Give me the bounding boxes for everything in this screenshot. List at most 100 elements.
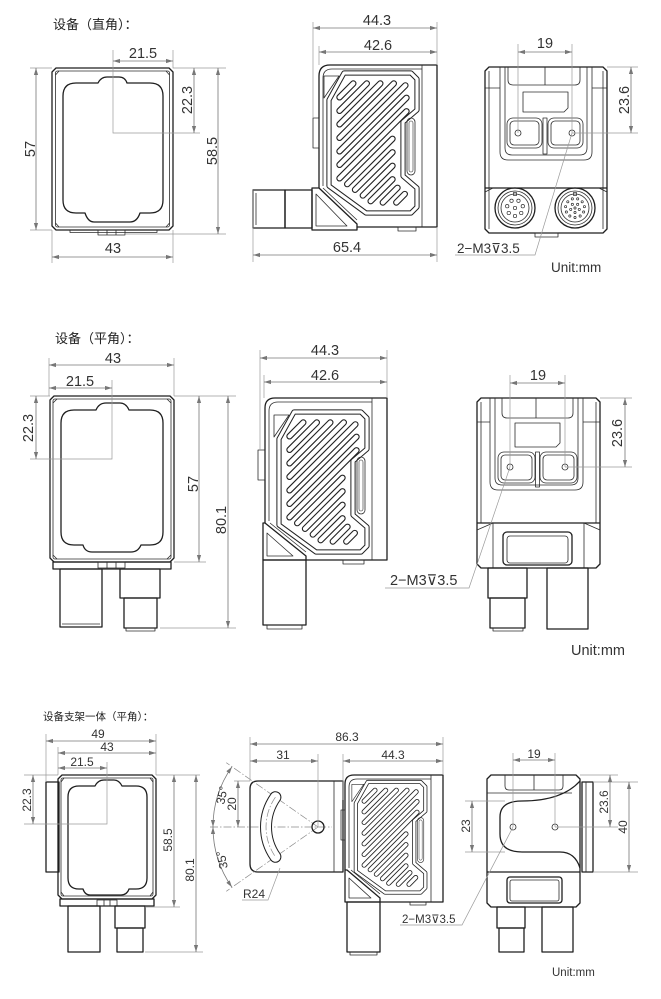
connector-cap: [266, 624, 303, 630]
mount-pad-left: [506, 117, 543, 149]
connector-panel-edges: [476, 522, 601, 568]
connector-window-inner: [506, 535, 569, 564]
heatsink-rib: [373, 842, 409, 877]
bottom-tab-dividers: [103, 900, 111, 906]
connector-pin: [570, 202, 574, 206]
body-inner-edge: [268, 401, 372, 521]
side-tab: [340, 809, 346, 841]
ribbed-heatsink-panel: [273, 409, 370, 555]
dim-arc-angle-up: [210, 766, 233, 828]
heatsink-rib: [294, 474, 346, 527]
corner-chamfers: [52, 398, 172, 560]
rib-slot: [368, 177, 395, 204]
status-indicator-window: [351, 784, 365, 803]
bottom-tab: [97, 561, 126, 569]
connector-insert: [560, 193, 590, 223]
heatsink-rib: [336, 80, 397, 142]
heatsink-rib: [361, 787, 410, 836]
dim-angle-up: 35°: [213, 785, 231, 806]
heatsink-rib: [344, 135, 396, 188]
section-bracket-flat-angle: 设备支架一体（平角）： 49 43 21.5 22.3: [20, 710, 638, 979]
side-light-slot-inner: [408, 120, 414, 173]
rib-slot: [368, 832, 408, 872]
dim-total-height: 58.5: [205, 137, 221, 165]
heatsink-rib: [351, 149, 396, 193]
heatsink-rib: [336, 94, 410, 169]
status-indicator-window: [323, 75, 340, 99]
label-area: [514, 422, 561, 448]
connector-thread-ring: [557, 190, 593, 226]
back-dimensions: 19 23.6 2−M3⊽3.5 Unit:mm: [455, 36, 638, 275]
dim-depth-total: 44.3: [311, 343, 339, 359]
extension-lines: [30, 50, 226, 263]
connector-pin: [506, 210, 511, 216]
connector-pin: [512, 205, 518, 211]
connector-pin: [576, 197, 580, 201]
dim-half-width: 21.5: [66, 374, 94, 390]
rib-slot: [295, 475, 345, 526]
connector-key: [573, 192, 577, 196]
top-slot: [507, 67, 581, 86]
heatsink-rib: [380, 852, 409, 882]
dim-hole-height: 23.6: [610, 419, 626, 447]
connector-left: [59, 568, 103, 628]
bottom-tab: [534, 232, 559, 238]
dim-arc-angle-down: [210, 826, 233, 888]
rib-slot: [287, 420, 306, 439]
dim-bracket-height: 40: [616, 820, 630, 834]
heatsink-rib: [286, 433, 360, 508]
connector-pin: [573, 211, 577, 214]
mount-frame: [499, 67, 593, 161]
connector-pin: [573, 216, 577, 219]
heatsink-rib: [359, 162, 396, 199]
bottom-tab-dividers: [106, 230, 117, 235]
rib-slot: [352, 150, 395, 192]
rib-slot: [362, 810, 419, 867]
heatsink-rib: [361, 799, 420, 858]
extension-lines: [465, 753, 638, 873]
side-tab: [312, 117, 320, 149]
heatsink-rib: [286, 447, 360, 521]
side-light-slot: [406, 117, 416, 176]
connector-thread-ring: [497, 190, 533, 226]
section-title: 设备（平角）：: [55, 331, 140, 347]
section-title: 设备（直角）：: [53, 17, 138, 33]
connector-key: [513, 192, 517, 196]
heatsink-rib: [361, 789, 419, 847]
extension-lines: [252, 22, 438, 262]
connector-body: [262, 559, 307, 626]
connector-8pin: [494, 187, 536, 229]
heatsink-rib: [361, 787, 389, 815]
connector-body: [346, 901, 381, 953]
rib-slot: [318, 516, 345, 543]
bottom-tab: [342, 559, 365, 565]
dim-depth-total: 44.3: [381, 748, 405, 762]
rib-slot: [360, 163, 395, 198]
body-outline: [51, 67, 174, 231]
front-dimensions: 21.5 22.3 58.5 57 43: [23, 46, 226, 263]
connector-right-body: [119, 568, 161, 599]
side-view: [257, 397, 388, 630]
connector-insert: [500, 193, 530, 223]
rib-slot: [337, 81, 396, 140]
side-dimensions: 44.3 42.6: [259, 343, 388, 450]
bottom-tab: [97, 229, 126, 236]
connector-window: [506, 876, 563, 904]
connector-body: [284, 189, 313, 229]
dim-hole-spacing: 19: [537, 36, 553, 52]
dim-hole-spacing: 19: [527, 747, 541, 761]
dim-center-height: 22.3: [21, 414, 37, 442]
heatsink-rib: [395, 870, 413, 887]
heatsink-rib: [343, 529, 358, 545]
panel-border-inner: [327, 71, 419, 215]
connector-pin: [569, 207, 573, 211]
connector-pin: [580, 200, 584, 204]
dim-width: 43: [100, 740, 114, 754]
bracket-plate: [249, 780, 344, 873]
dim-depth-total: 44.3: [363, 13, 391, 29]
connector-pin: [505, 204, 510, 209]
thread-note: 2−M3⊽3.5: [457, 241, 520, 256]
section-flat-angle: 设备（平角）： 43 21.5 22.3 57 80.1: [21, 331, 632, 659]
corner-chamfers: [55, 70, 170, 228]
panel-border-inner: [354, 780, 427, 894]
